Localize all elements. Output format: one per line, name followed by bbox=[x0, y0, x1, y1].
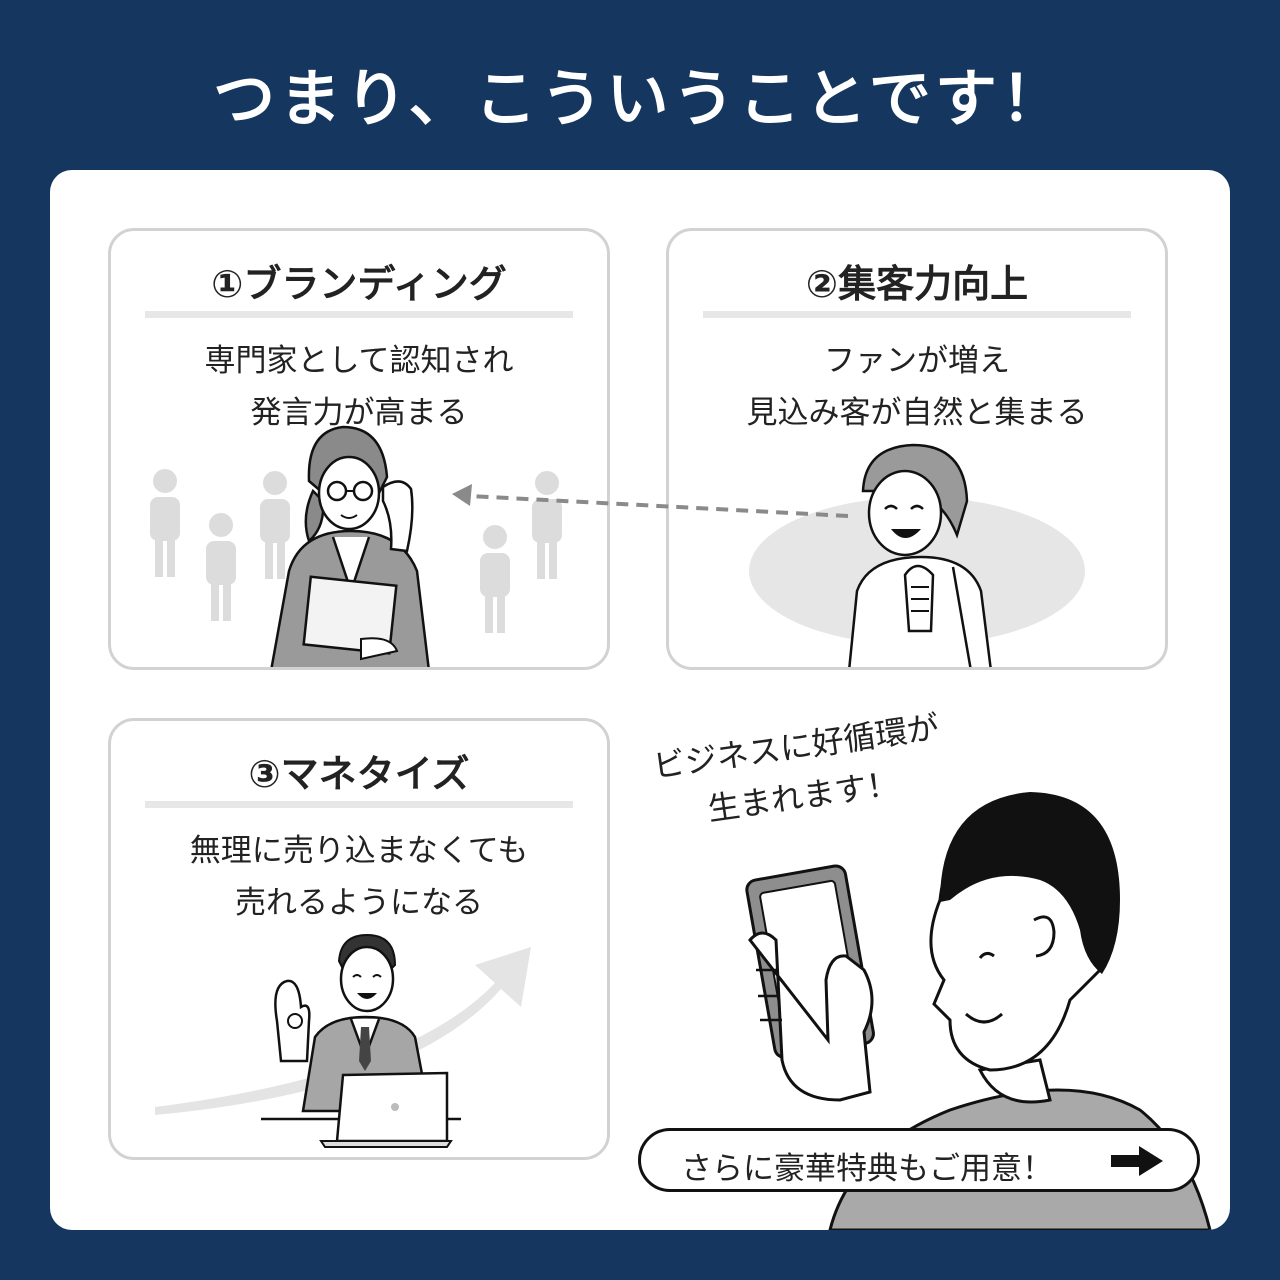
arrow-right-icon bbox=[1111, 1146, 1163, 1176]
card-title: ②集客力向上 bbox=[805, 262, 1029, 306]
card-monetize: ③マネタイズ 無理に売り込まなくても 売れるようになる bbox=[108, 718, 610, 1160]
card-title: ①ブランディング bbox=[211, 262, 507, 306]
divider bbox=[145, 801, 573, 808]
card-branding: ①ブランディング 専門家として認知され 発言力が高まる bbox=[108, 228, 610, 670]
card-description: 無理に売り込まなくても 売れるようになる bbox=[111, 825, 607, 929]
divider bbox=[145, 311, 573, 318]
description-line: ファンが増え bbox=[824, 343, 1010, 379]
card-title: ③マネタイズ bbox=[248, 752, 470, 796]
card-description: 専門家として認知され 発言力が高まる bbox=[111, 335, 607, 439]
card-attraction: ②集客力向上 ファンが増え 見込み客が自然と集まる bbox=[666, 228, 1168, 670]
monetize-illustration bbox=[155, 933, 531, 1148]
dashed-arrow-icon bbox=[452, 484, 849, 518]
crowd-silhouettes bbox=[150, 469, 562, 633]
description-line: 発言力が高まる bbox=[250, 395, 468, 431]
cta-label: さらに豪華特典もご用意！ bbox=[681, 1151, 1053, 1187]
description-line: 売れるようになる bbox=[235, 885, 483, 921]
bonus-cta-button[interactable]: さらに豪華特典もご用意！ bbox=[638, 1128, 1200, 1192]
description-line: 専門家として認知され bbox=[204, 343, 514, 379]
branding-illustration bbox=[150, 425, 562, 667]
description-line: 見込み客が自然と集まる bbox=[746, 395, 1088, 431]
attraction-illustration bbox=[749, 443, 1085, 667]
content-panel: ①ブランディング 専門家として認知され 発言力が高まる ②集客力向上 bbox=[50, 170, 1230, 1230]
page-title: つまり、こういうことです！ bbox=[213, 62, 1067, 135]
description-line: 無理に売り込まなくても bbox=[189, 833, 529, 869]
divider bbox=[703, 311, 1131, 318]
card-description: ファンが増え 見込み客が自然と集まる bbox=[669, 335, 1165, 439]
